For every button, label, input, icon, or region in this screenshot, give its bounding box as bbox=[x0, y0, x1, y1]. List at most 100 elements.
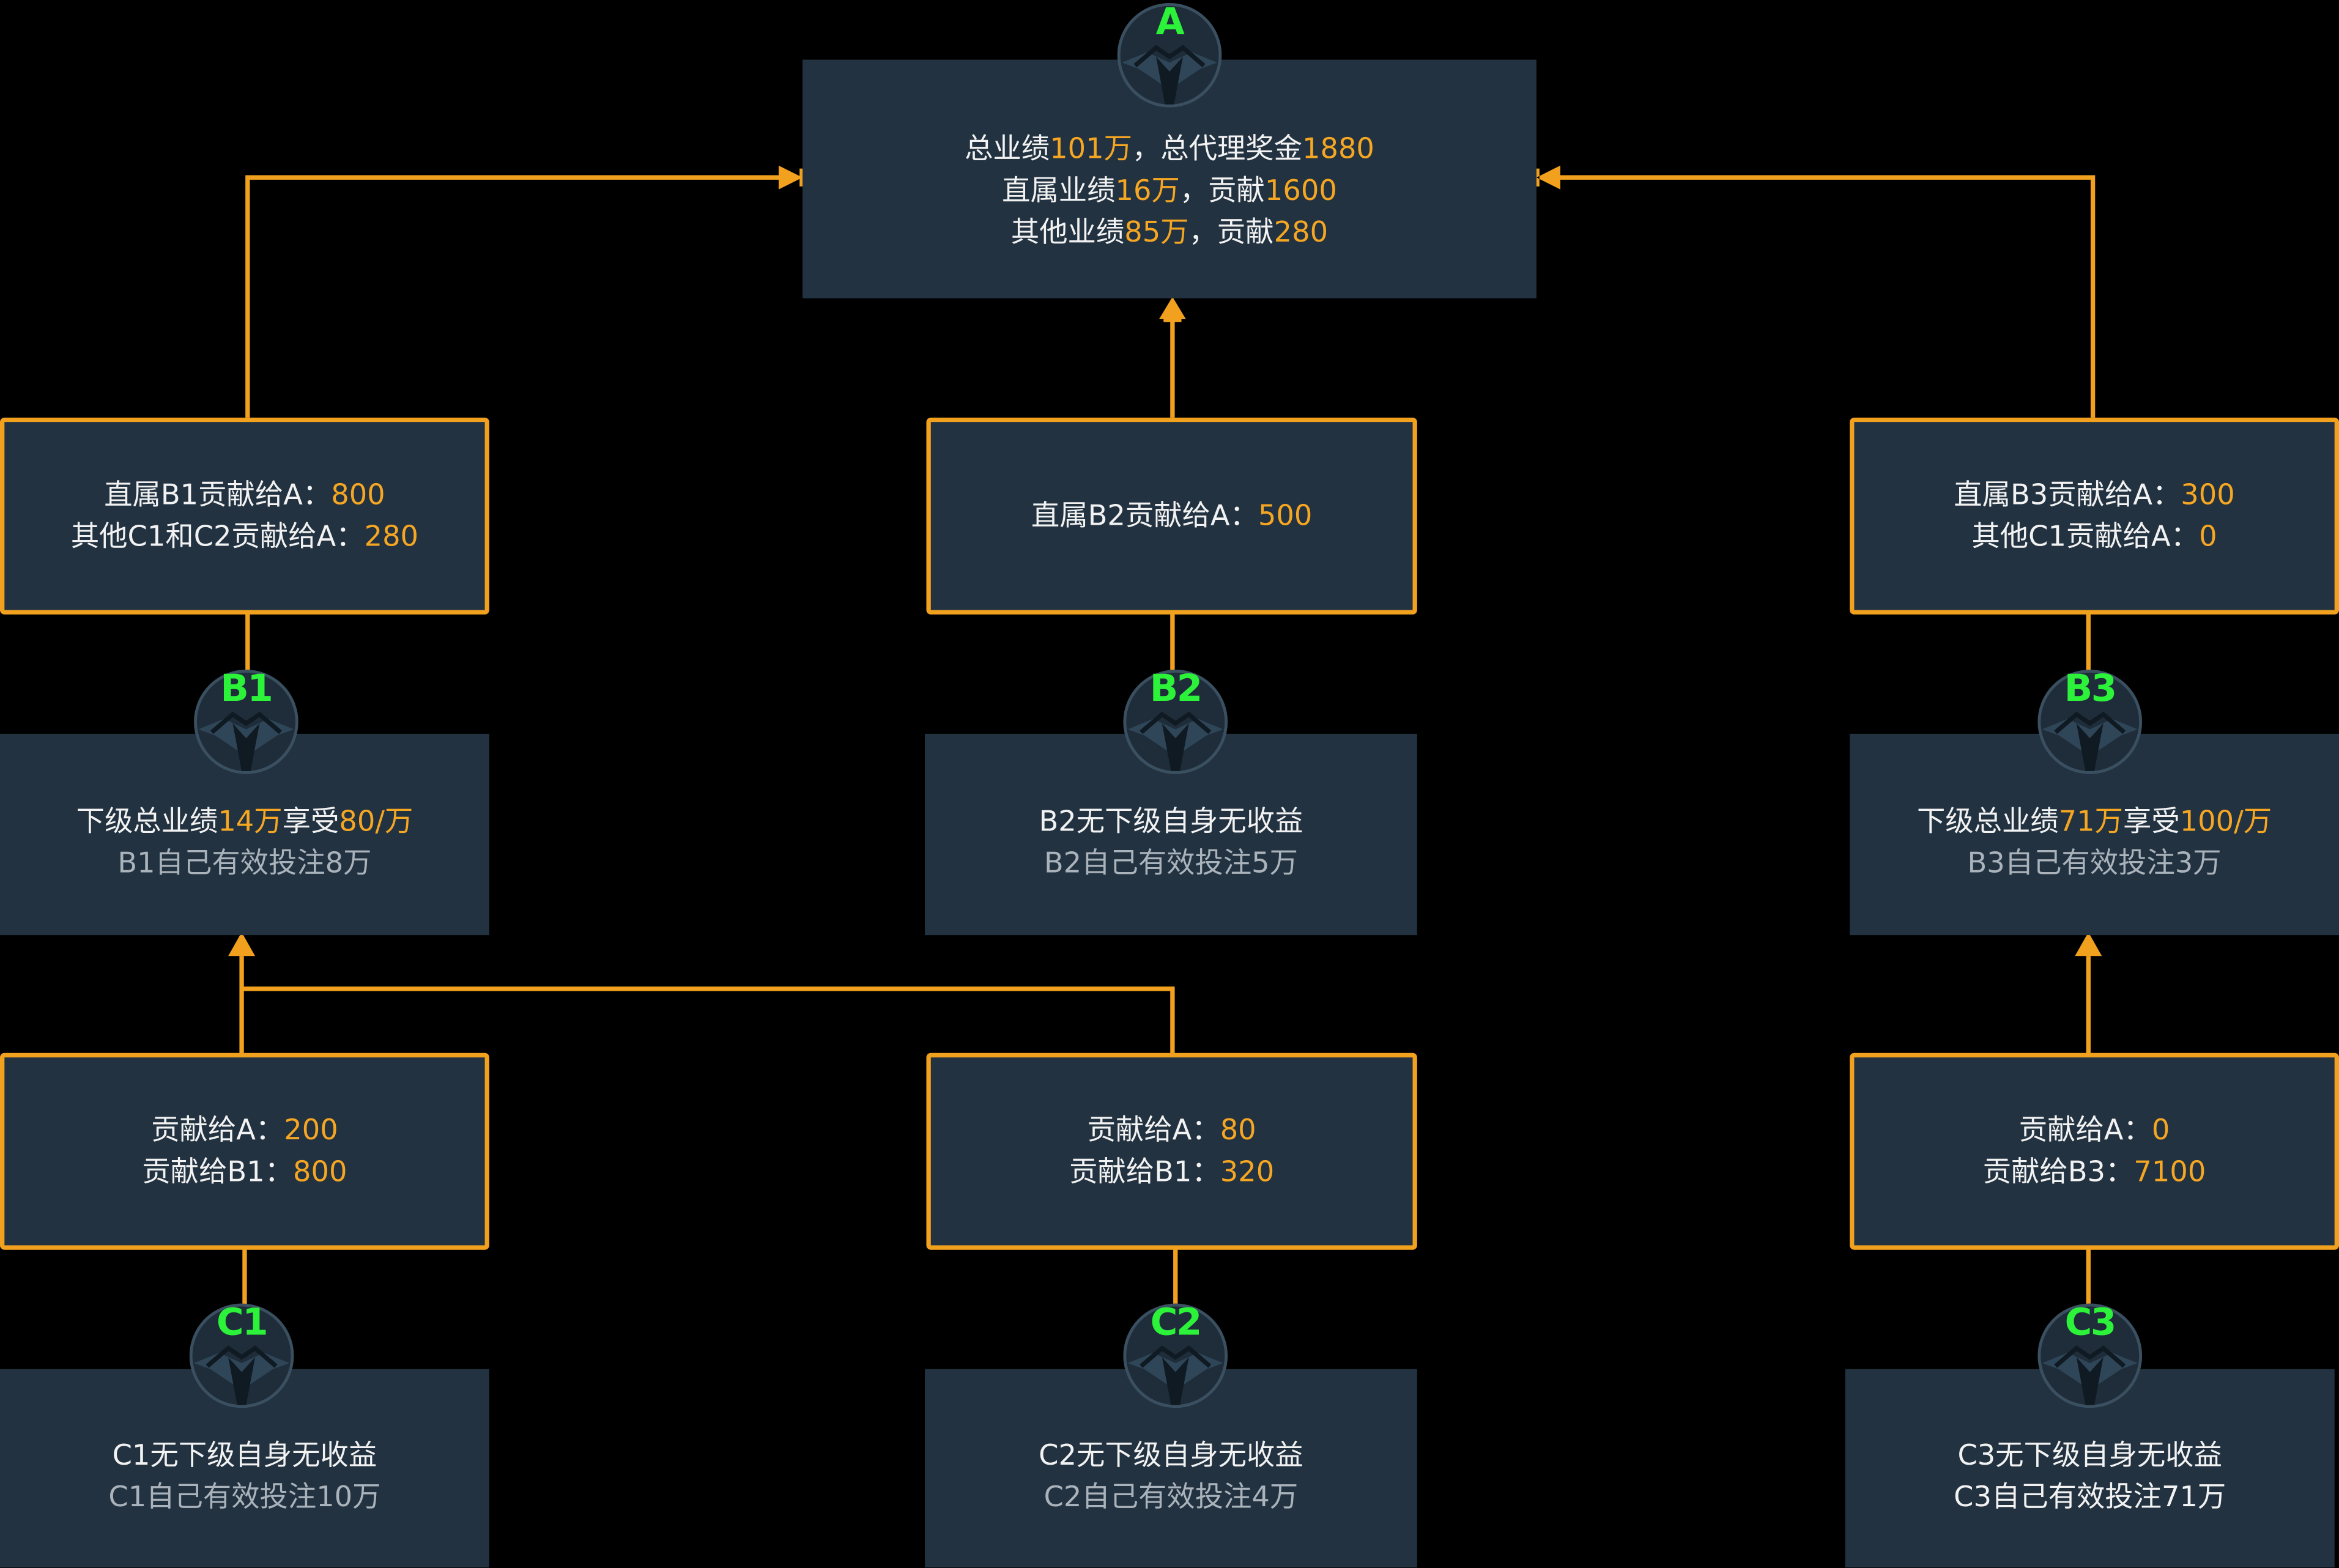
arrow-head-icon bbox=[1158, 297, 1186, 322]
avatar-badge-icon bbox=[1117, 2, 1222, 108]
label-text: ，贡献 bbox=[1179, 174, 1265, 207]
direct-performance-value: 16万 bbox=[1115, 174, 1180, 207]
label-text: 贡献给A： bbox=[151, 1114, 284, 1147]
own-bet-line: B3自己有效投注3万 bbox=[1967, 846, 2222, 879]
label-text: 贡献给A： bbox=[2018, 1114, 2152, 1147]
label-text: 享受 bbox=[282, 804, 339, 838]
contribution-line: 其他C1贡献给A：0 bbox=[1971, 516, 2217, 558]
performance-value: 71万 bbox=[2058, 804, 2123, 838]
status-line: C3无下级自身无收益 bbox=[1957, 1438, 2222, 1471]
own-bet-line: C3自己有效投注71万 bbox=[1954, 1480, 2226, 1514]
node-b2-badge: B2 bbox=[1123, 667, 1228, 774]
contribution-value: 280 bbox=[364, 520, 419, 553]
connector-b1-to-a bbox=[245, 175, 785, 418]
label-text: 贡献给A： bbox=[1087, 1114, 1220, 1147]
node-label: C1 bbox=[216, 1300, 269, 1344]
contribution-line: 贡献给A：80 bbox=[1088, 1109, 1256, 1151]
contribution-value: 800 bbox=[293, 1156, 347, 1189]
label-text: 享受 bbox=[2122, 804, 2180, 838]
label-text: 直属业绩 bbox=[1002, 174, 1116, 207]
contribution-line: 直属B1贡献给A：800 bbox=[104, 475, 385, 516]
c3-contribution-box: 贡献给A：0 贡献给B3：7100 bbox=[1850, 1052, 2339, 1250]
total-performance-value: 101万 bbox=[1050, 133, 1132, 166]
label-text: 其他C1和C2贡献给A： bbox=[70, 520, 365, 553]
label-text: 贡献给B1： bbox=[142, 1156, 294, 1189]
connector-b3-to-a bbox=[1557, 175, 2096, 418]
node-label: A bbox=[1155, 0, 1185, 43]
avatar-badge-icon bbox=[1123, 1303, 1228, 1408]
own-bet-line: C2自己有效投注4万 bbox=[1043, 1480, 1299, 1514]
node-label: C2 bbox=[1150, 1300, 1203, 1344]
arrow-head-icon bbox=[1535, 165, 1560, 190]
avatar-badge-icon bbox=[2037, 1303, 2143, 1408]
own-bet-line: C1自己有效投注10万 bbox=[108, 1480, 381, 1514]
b2-contribution-box: 直属B2贡献给A：500 bbox=[926, 417, 1417, 615]
own-bet-line: B2自己有效投注5万 bbox=[1043, 846, 1299, 879]
total-performance-line: 总业绩101万，总代理奖金1880 bbox=[965, 128, 1374, 170]
contribution-line: 贡献给A：200 bbox=[151, 1109, 338, 1151]
contribution-value: 500 bbox=[1258, 499, 1313, 533]
direct-performance-line: 直属业绩16万，贡献1600 bbox=[1002, 170, 1337, 212]
label-text: 其他C1贡献给A： bbox=[1971, 520, 2200, 553]
label-text: ，总代理奖金 bbox=[1132, 133, 1302, 166]
node-label: B2 bbox=[1149, 667, 1203, 710]
other-performance-line: 其他业绩85万，贡献280 bbox=[1011, 212, 1328, 253]
arrow-head-icon bbox=[2075, 932, 2102, 956]
contribution-line: 贡献给B3：7100 bbox=[1983, 1152, 2206, 1193]
contribution-line: 贡献给B1：320 bbox=[1069, 1152, 1274, 1193]
node-label: C3 bbox=[2064, 1300, 2117, 1344]
label-text: 直属B2贡献给A： bbox=[1031, 499, 1258, 533]
label-text: 总业绩 bbox=[965, 133, 1050, 166]
contribution-line: 直属B3贡献给A：300 bbox=[1954, 475, 2234, 516]
arrow-head-icon bbox=[228, 932, 256, 956]
performance-value: 14万 bbox=[218, 804, 283, 838]
subordinate-performance-line: 下级总业绩14万享受80/万 bbox=[76, 800, 413, 841]
other-performance-value: 85万 bbox=[1124, 216, 1189, 250]
total-bonus-value: 1880 bbox=[1302, 133, 1374, 166]
contribution-line: 直属B2贡献给A：500 bbox=[1031, 495, 1312, 537]
contribution-value: 7100 bbox=[2133, 1156, 2206, 1189]
label-text: 下级总业绩 bbox=[1916, 804, 2059, 838]
subordinate-performance-line: 下级总业绩71万享受100/万 bbox=[1917, 800, 2272, 841]
label-text: ，贡献 bbox=[1188, 216, 1274, 250]
contribution-value: 0 bbox=[2199, 520, 2217, 553]
node-c3-badge: C3 bbox=[2037, 1300, 2143, 1408]
node-b1-badge: B1 bbox=[194, 667, 298, 774]
rate-value: 100/万 bbox=[2179, 804, 2272, 838]
avatar-badge-icon bbox=[1123, 670, 1228, 774]
contribution-value: 200 bbox=[284, 1114, 338, 1147]
node-label: B3 bbox=[2064, 667, 2117, 710]
rate-value: 80/万 bbox=[339, 804, 413, 838]
label-text: 贡献给B1： bbox=[1069, 1156, 1220, 1189]
label-text: 直属B1贡献给A： bbox=[104, 478, 332, 512]
contribution-value: 0 bbox=[2151, 1114, 2170, 1147]
node-a-badge: A bbox=[1117, 0, 1222, 108]
arrow-head-icon bbox=[779, 165, 804, 190]
connector-c2-to-b1 bbox=[242, 986, 1175, 1055]
contribution-line: 贡献给B1：800 bbox=[142, 1152, 347, 1193]
c1-contribution-box: 贡献给A：200 贡献给B1：800 bbox=[0, 1052, 489, 1250]
label-text: 其他业绩 bbox=[1010, 216, 1125, 250]
direct-contribution-value: 1600 bbox=[1264, 174, 1337, 207]
label-text: 直属B3贡献给A： bbox=[1954, 478, 2181, 512]
b1-contribution-box: 直属B1贡献给A：800 其他C1和C2贡献给A：280 bbox=[0, 417, 489, 615]
own-bet-line: B1自己有效投注8万 bbox=[117, 846, 372, 879]
avatar-badge-icon bbox=[2037, 670, 2143, 774]
contribution-line: 其他C1和C2贡献给A：280 bbox=[71, 516, 418, 558]
node-c2-badge: C2 bbox=[1123, 1300, 1228, 1408]
node-b3-badge: B3 bbox=[2037, 667, 2143, 774]
c2-contribution-box: 贡献给A：80 贡献给B1：320 bbox=[926, 1052, 1417, 1250]
c2-info-box: C2无下级自身无收益 C2自己有效投注4万 bbox=[925, 1369, 1417, 1568]
status-line: C1无下级自身无收益 bbox=[112, 1438, 377, 1471]
node-c1-badge: C1 bbox=[189, 1300, 294, 1408]
contribution-line: 贡献给A：0 bbox=[2019, 1109, 2170, 1151]
contribution-value: 80 bbox=[1220, 1114, 1256, 1147]
node-label: B1 bbox=[220, 667, 273, 710]
label-text: 贡献给B3： bbox=[1982, 1156, 2134, 1189]
label-text: 下级总业绩 bbox=[76, 804, 218, 838]
avatar-badge-icon bbox=[189, 1303, 294, 1408]
contribution-value: 320 bbox=[1220, 1156, 1275, 1189]
b3-contribution-box: 直属B3贡献给A：300 其他C1贡献给A：0 bbox=[1850, 417, 2339, 615]
